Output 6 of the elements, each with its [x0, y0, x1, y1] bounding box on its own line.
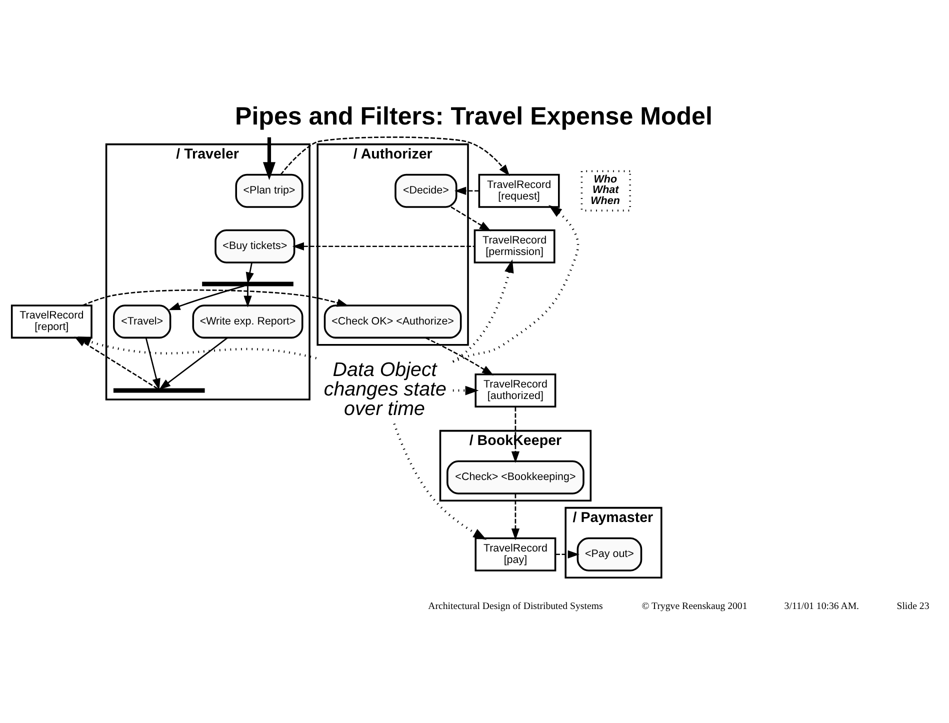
node-text: Data Object changes state over time: [324, 358, 446, 420]
label: Architectural Design of Distributed Systems: [428, 600, 603, 612]
label: 3/11/01 10:36 AM.: [784, 600, 860, 612]
diagram-title: Pipes and Filters: Travel Expense Model: [234, 102, 712, 130]
label: Slide 23: [896, 600, 930, 612]
label: © Trygve Reenskaug 2001: [642, 600, 748, 612]
